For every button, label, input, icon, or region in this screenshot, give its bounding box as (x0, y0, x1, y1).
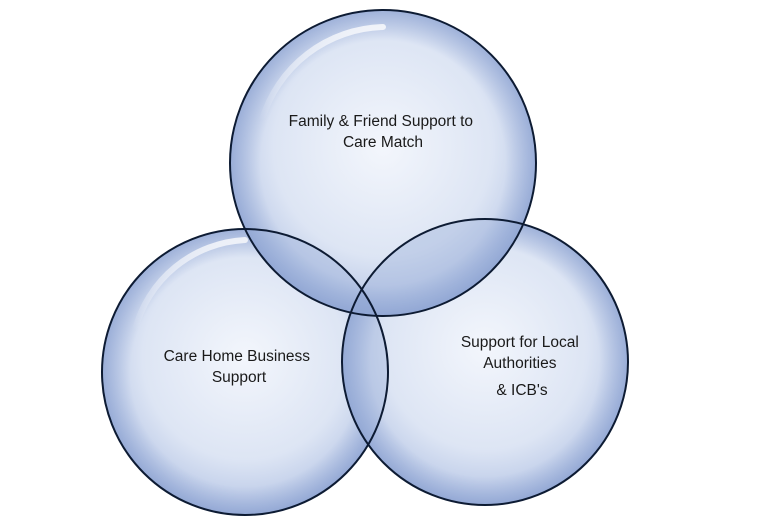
circle-right-label-line-3: & ICB's (496, 382, 547, 399)
overlap-top-right (342, 219, 536, 316)
circle-outlines (101, 9, 629, 516)
circle-top-label-line-2: Care Match (343, 134, 423, 151)
circle-top (230, 10, 536, 316)
circle-left-label-line-2: Support (212, 369, 267, 386)
circle-left-label: Care Home Business Support (164, 348, 315, 386)
circle-right-label-line-1: Support for Local (461, 334, 579, 351)
circle-left-label-line-1: Care Home Business (164, 348, 311, 365)
circle-right-label-line-2: Authorities (483, 355, 556, 372)
circle-top-label-line-1: Family & Friend Support to (289, 113, 473, 130)
circle-top-label: Family & Friend Support to Care Match (289, 113, 478, 151)
circle-right-label: Support for Local Authorities & ICB's (461, 334, 583, 399)
